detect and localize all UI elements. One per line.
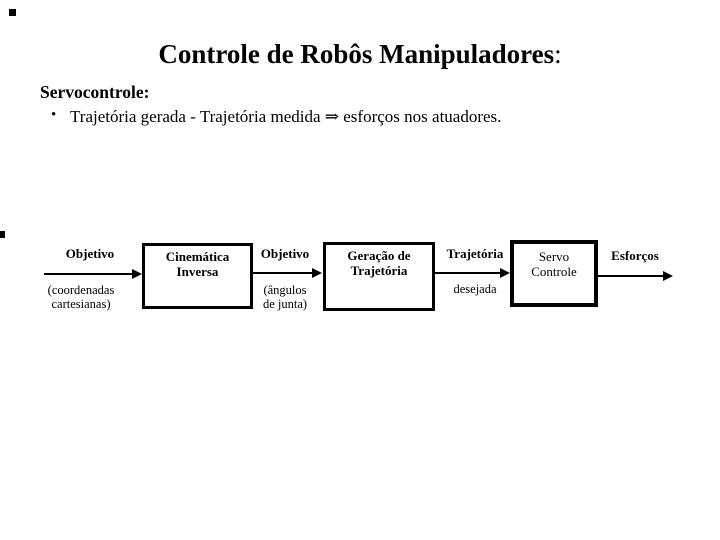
box-servo-controle: Servo Controle xyxy=(510,240,598,307)
bullet-text: Trajetória gerada - Trajetória medida ⇒ … xyxy=(70,107,502,126)
arrow3-line xyxy=(435,272,500,274)
arrow3-label: Trajetória xyxy=(446,246,504,261)
arrow2-label: Objetivo xyxy=(260,246,310,261)
arrow4-label: Esforços xyxy=(611,248,659,263)
arrow1-sublabel-line1: (coordenadas xyxy=(47,283,115,297)
scan-speck xyxy=(0,231,5,238)
slide-title: Controle de Robôs Manipuladores: xyxy=(0,39,720,70)
box-geracao-de-trajetoria: Geração de Trajetória xyxy=(323,242,435,311)
box2-line2: Trajetória xyxy=(350,263,408,278)
box1-line1: Cinemática xyxy=(165,249,230,264)
bullet-item: • Trajetória gerada - Trajetória medida … xyxy=(51,107,691,127)
box3-line1: Servo xyxy=(538,249,570,264)
arrow1-label: Objetivo xyxy=(65,246,115,261)
slide-title-colon: : xyxy=(554,39,562,69)
box1-line2: Inversa xyxy=(176,264,219,279)
arrow2-sublabel: (ângulos de junta) xyxy=(235,283,335,311)
box2-line1: Geração de xyxy=(347,248,411,263)
box-cinematica-inversa: Cinemática Inversa xyxy=(142,243,253,309)
arrow4-line xyxy=(598,275,663,277)
slide-title-text: Controle de Robôs Manipuladores xyxy=(158,39,555,69)
arrow1-head-icon xyxy=(132,269,142,279)
arrow1-line xyxy=(44,273,132,275)
arrow2-line xyxy=(253,272,312,274)
arrow3-sublabel-line1: desejada xyxy=(453,282,497,296)
section-heading: Servocontrole: xyxy=(40,82,150,102)
arrow2-head-icon xyxy=(312,268,322,278)
bullet-marker: • xyxy=(51,107,57,123)
arrow4-head-icon xyxy=(663,271,673,281)
arrow2-sublabel-line2: de junta) xyxy=(262,296,308,311)
arrow1-sublabel-line2: cartesianas) xyxy=(51,296,111,311)
arrow3-sublabel: desejada xyxy=(425,282,525,297)
arrow2-sublabel-line1: (ângulos xyxy=(263,283,307,297)
scan-speck xyxy=(9,9,16,16)
box3-line2: Controle xyxy=(531,264,577,279)
arrow3-head-icon xyxy=(500,268,510,278)
arrow1-sublabel: (coordenadas cartesianas) xyxy=(21,283,141,311)
